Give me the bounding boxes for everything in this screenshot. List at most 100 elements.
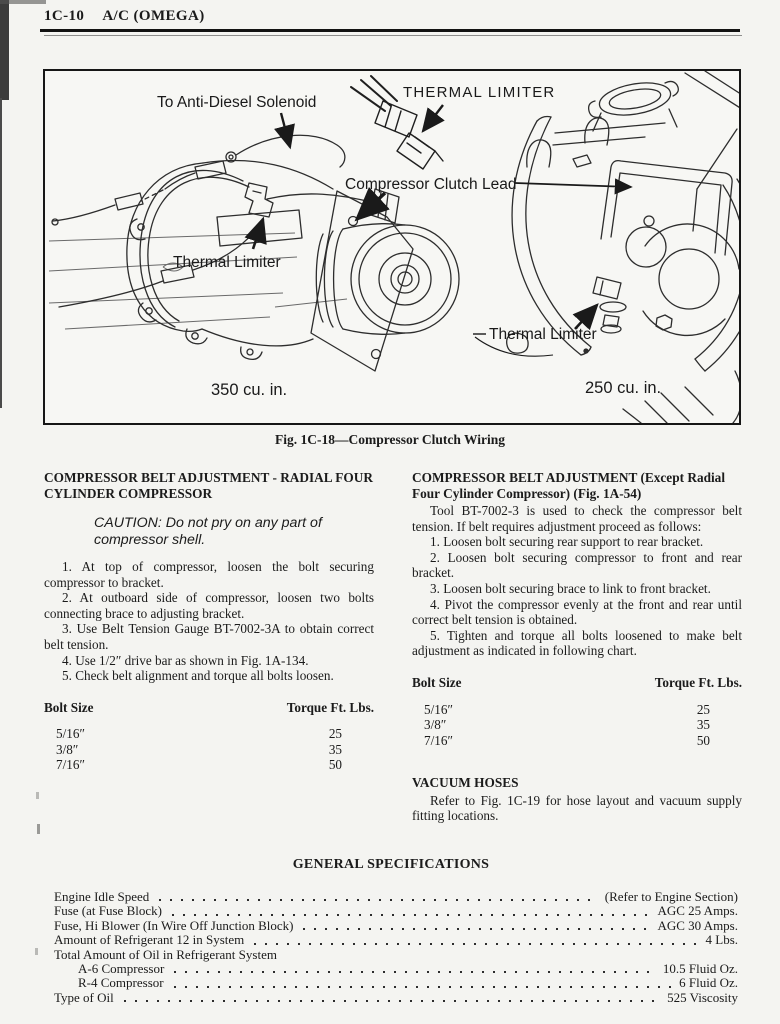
left-section-heading: COMPRESSOR BELT ADJUSTMENT - RADIAL FOUR… xyxy=(44,470,373,501)
spec-row: Fuse, Hi Blower (In Wire Off Junction Bl… xyxy=(44,917,738,934)
step-item: 1. Loosen bolt securing rear support to … xyxy=(430,534,704,550)
bolt-size-header: Bolt Size xyxy=(44,699,94,715)
table-row: 7/16″ 50 xyxy=(44,757,374,773)
spec-row: Amount of Refrigerant 12 in System 4 Lbs… xyxy=(44,932,739,948)
spec-row: A-6 Compressor 10.5 Fluid Oz. xyxy=(44,961,738,977)
figure-label-thermal-limiter-top: THERMAL LIMITER xyxy=(403,84,555,101)
right-torque-table: Bolt Size Torque Ft. Lbs. 5/16″ 25 3/8″ … xyxy=(412,675,742,748)
spec-label: A-6 Compressor xyxy=(78,961,165,977)
spec-row: Engine Idle Speed (Refer to Engine Secti… xyxy=(44,889,738,905)
torque-table-header: Bolt Size Torque Ft. Lbs. xyxy=(412,675,742,691)
figure-caption: Fig. 1C-18—Compressor Clutch Wiring xyxy=(274,432,505,447)
spec-value: (Refer to Engine Section) xyxy=(604,889,738,904)
figure-label-350-cu-in: 350 cu. in. xyxy=(211,381,287,399)
torque-cell: 50 xyxy=(328,757,342,773)
spec-label: R-4 Compressor xyxy=(78,975,164,991)
dot-leader xyxy=(301,918,650,934)
scan-edge-artifact xyxy=(0,0,9,100)
scan-smudge-artifact xyxy=(0,0,46,4)
bolt-size-cell: 5/16″ xyxy=(424,701,453,717)
figure-label-anti-diesel-solenoid: To Anti-Diesel Solenoid xyxy=(157,94,316,111)
right-steps: 1. Loosen bolt securing rear support to … xyxy=(412,534,742,659)
spec-value: AGC 30 Amps. xyxy=(657,917,738,933)
scan-tick-artifact xyxy=(35,948,38,955)
dot-leader xyxy=(172,962,655,977)
vacuum-hoses-paragraph: Refer to Fig. 1C-19 for hose layout and … xyxy=(412,792,742,824)
right-intro-paragraph: Tool BT-7002-3 is used to check the comp… xyxy=(412,503,742,534)
spec-value: 10.5 Fluid Oz. xyxy=(662,961,738,977)
step-item: 3. Loosen bolt securing brace to link to… xyxy=(430,580,711,596)
spec-label: Fuse, Hi Blower (In Wire Off Junction Bl… xyxy=(54,917,294,933)
torque-cell: 50 xyxy=(696,732,710,748)
scan-edge-artifact xyxy=(0,98,2,408)
caution-note: CAUTION: Do not pry on any part of compr… xyxy=(94,515,322,548)
scan-tick-artifact xyxy=(37,824,40,834)
spec-label: Total Amount of Oil in Refrigerant Syste… xyxy=(54,946,277,962)
torque-cell: 25 xyxy=(328,726,342,742)
figure-label-compressor-clutch-lead: Compressor Clutch Lead xyxy=(345,176,516,193)
spec-row: Fuse (at Fuse Block) AGC 25 Amps. xyxy=(44,903,738,919)
dot-leader xyxy=(169,904,650,919)
table-row: 3/8″ 35 xyxy=(44,742,374,758)
dot-leader xyxy=(121,990,660,1006)
table-row: 3/8″ 35 xyxy=(412,717,742,733)
spec-label: Fuse (at Fuse Block) xyxy=(54,903,162,919)
torque-header: Torque Ft. Lbs. xyxy=(286,699,374,715)
left-column: COMPRESSOR BELT ADJUSTMENT - RADIAL FOUR… xyxy=(44,470,374,773)
spec-label: Type of Oil xyxy=(54,989,114,1005)
compressor-250-drawing xyxy=(506,71,739,423)
step-item: 1. At top of compressor, loosen the bolt… xyxy=(44,559,374,590)
spec-value: AGC 25 Amps. xyxy=(657,903,738,919)
torque-cell: 35 xyxy=(328,741,342,757)
step-item: 3. Use Belt Tension Gauge BT-7002-3A to … xyxy=(44,621,374,652)
dot-leader xyxy=(157,890,597,905)
step-item: 5. Check belt alignment and torque all b… xyxy=(62,668,334,684)
page-title: A/C (OMEGA) xyxy=(102,8,205,24)
bolt-size-cell: 3/8″ xyxy=(424,717,447,733)
header-rule xyxy=(40,29,740,32)
torque-header: Torque Ft. Lbs. xyxy=(654,674,742,690)
step-item: 4. Use 1/2″ drive bar as shown in Fig. 1… xyxy=(62,652,309,668)
spec-row: Total Amount of Oil in Refrigerant Syste… xyxy=(44,946,738,962)
right-section-heading: COMPRESSOR BELT ADJUSTMENT (Except Radia… xyxy=(412,470,726,501)
dot-leader xyxy=(252,933,698,948)
bolt-size-cell: 3/8″ xyxy=(56,741,79,757)
scan-tick-artifact xyxy=(36,792,39,799)
thermal-limiter-connector-drawing xyxy=(350,75,444,170)
step-item: 4. Pivot the compressor evenly at the fr… xyxy=(412,596,742,628)
general-specifications-heading: GENERAL SPECIFICATIONS xyxy=(292,857,490,872)
spec-value: 4 Lbs. xyxy=(705,932,739,948)
step-item: 5. Tighten and torque all bolts loosened… xyxy=(412,627,742,659)
figure-label-thermal-limiter-right: Thermal Limiter xyxy=(489,326,597,343)
torque-cell: 25 xyxy=(696,701,710,717)
step-item: 2. Loosen bolt securing compressor to fr… xyxy=(412,549,742,581)
page-header: 1C-10 A/C (OMEGA) xyxy=(44,8,205,25)
left-steps: 1. At top of compressor, loosen the bolt… xyxy=(44,559,374,684)
table-row: 5/16″ 25 xyxy=(412,702,742,718)
spec-list: Engine Idle Speed (Refer to Engine Secti… xyxy=(44,889,739,1006)
torque-table-header: Bolt Size Torque Ft. Lbs. xyxy=(44,700,374,716)
spec-value: 525 Viscosity xyxy=(667,989,738,1005)
table-row: 7/16″ 50 xyxy=(412,733,742,749)
bolt-size-cell: 7/16″ xyxy=(424,732,453,748)
table-row: 5/16″ 25 xyxy=(44,726,374,742)
spec-value: 6 Fluid Oz. xyxy=(679,975,738,991)
figure-label-250-cu-in: 250 cu. in. xyxy=(585,379,661,397)
left-torque-table: Bolt Size Torque Ft. Lbs. 5/16″ 25 3/8″ … xyxy=(44,700,374,773)
page-number: 1C-10 xyxy=(44,8,85,24)
header-rule-thin xyxy=(44,35,742,36)
figure-label-thermal-limiter-left: Thermal Limiter xyxy=(173,254,281,271)
spec-label: Engine Idle Speed xyxy=(54,889,150,904)
callout-arrows xyxy=(244,104,633,357)
bolt-size-header: Bolt Size xyxy=(412,674,462,690)
torque-cell: 35 xyxy=(696,717,710,733)
vacuum-hoses-heading: VACUUM HOSES xyxy=(412,775,519,791)
step-item: 2. At outboard side of compressor, loose… xyxy=(44,590,374,621)
dot-leader xyxy=(285,948,730,962)
bolt-size-cell: 5/16″ xyxy=(56,726,85,742)
spec-row: Type of Oil 525 Viscosity xyxy=(44,989,738,1006)
bolt-size-cell: 7/16″ xyxy=(56,757,85,773)
dot-leader xyxy=(171,976,672,991)
compressor-clutch-wiring-illustration: To Anti-Diesel Solenoid THERMAL LIMITER … xyxy=(48,71,739,423)
